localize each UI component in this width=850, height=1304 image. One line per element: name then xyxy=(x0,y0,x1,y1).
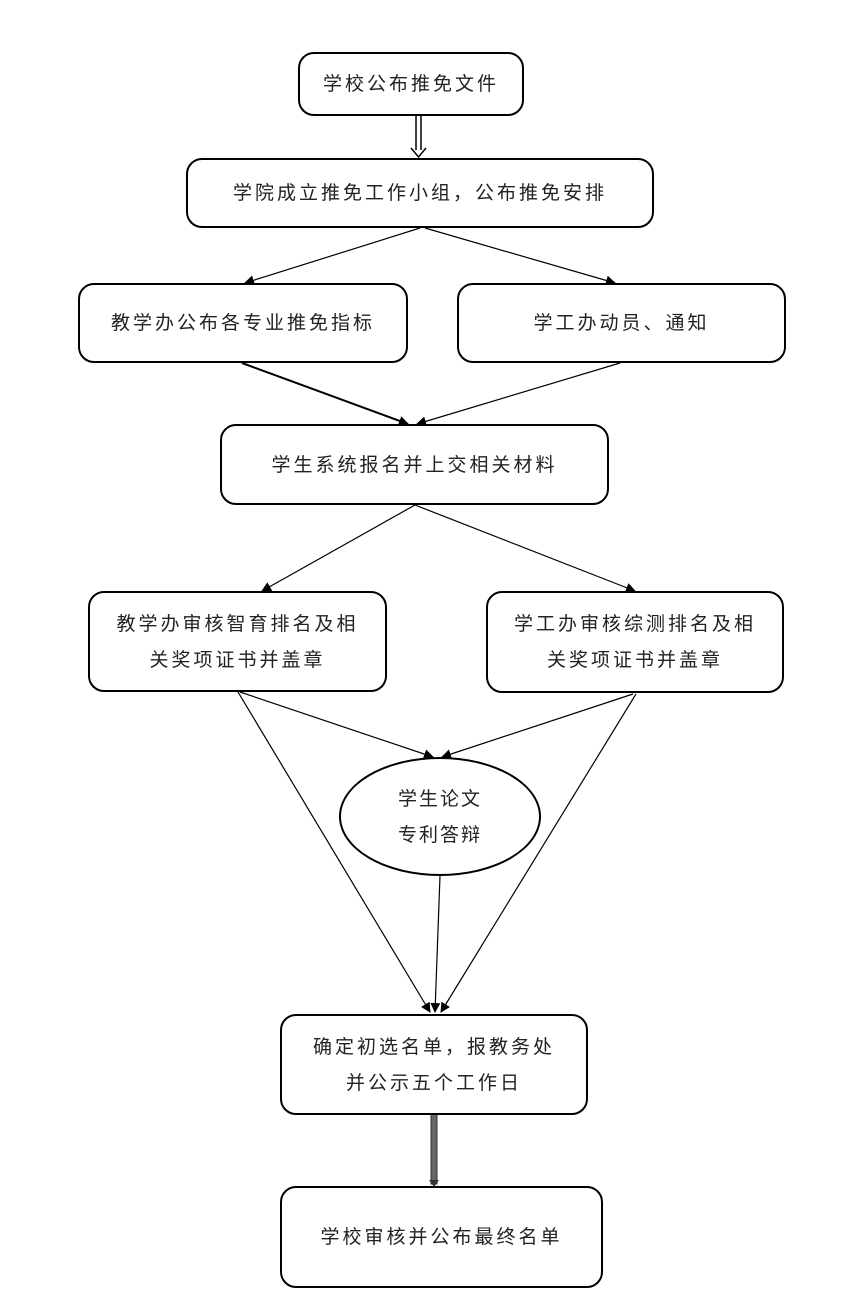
node-text-line-2: 关奖项证书并盖章 xyxy=(149,648,326,671)
node-teaching-office-quota: 教学办公布各专业推免指标 xyxy=(78,283,408,363)
node-text-line-1: 学工办审核综测排名及相 xyxy=(513,613,756,635)
node-school-publish-file: 学校公布推免文件 xyxy=(298,52,524,116)
node-preliminary-list: 确定初选名单，报教务处 并公示五个工作日 xyxy=(280,1014,588,1115)
edge-n6-n9 xyxy=(237,691,431,1013)
edge-n7-n9 xyxy=(440,693,637,1013)
edge-n4-n5 xyxy=(416,362,621,427)
node-thesis-patent-defense: 学生论文 专利答辩 xyxy=(339,757,541,876)
edge-n5-n7 xyxy=(414,504,636,593)
node-text-line-1: 确定初选名单，报教务处 xyxy=(312,1035,555,1058)
node-text: 学校公布推免文件 xyxy=(322,73,499,95)
node-teaching-office-review: 教学办审核智育排名及相 关奖项证书并盖章 xyxy=(88,591,387,692)
node-student-affairs-review: 学工办审核综测排名及相 关奖项证书并盖章 xyxy=(486,591,784,693)
edge-n3-n5 xyxy=(241,362,409,426)
edge-n2-n3 xyxy=(244,227,421,286)
node-text-line-1: 教学办审核智育排名及相 xyxy=(116,612,359,635)
edge-n7-n8 xyxy=(441,693,634,759)
node-college-working-group: 学院成立推免工作小组，公布推免安排 xyxy=(186,158,654,228)
node-text: 学院成立推免工作小组，公布推免安排 xyxy=(232,182,607,204)
node-text: 教学办公布各专业推免指标 xyxy=(110,312,375,334)
node-final-list: 学校审核并公布最终名单 xyxy=(280,1186,603,1288)
edge-n1-n2 xyxy=(410,115,427,159)
node-text: 学生系统报名并上交相关材料 xyxy=(271,453,558,476)
edge-n6-n8 xyxy=(239,691,434,759)
edge-n8-n9 xyxy=(430,875,441,1013)
node-text-line-1: 学生论文 xyxy=(397,787,482,810)
edge-n9-n10 xyxy=(429,1113,439,1187)
edge-n5-n6 xyxy=(261,504,416,592)
node-text: 学工办动员、通知 xyxy=(533,312,710,334)
node-student-registration: 学生系统报名并上交相关材料 xyxy=(220,424,609,505)
node-text-line-2: 并公示五个工作日 xyxy=(345,1071,522,1094)
edge-n2-n4 xyxy=(424,227,616,286)
node-text-line-2: 专利答辩 xyxy=(397,823,482,846)
node-text: 学校审核并公布最终名单 xyxy=(320,1226,563,1248)
node-text-line-2: 关奖项证书并盖章 xyxy=(546,649,723,671)
node-student-affairs-notify: 学工办动员、通知 xyxy=(457,283,786,363)
